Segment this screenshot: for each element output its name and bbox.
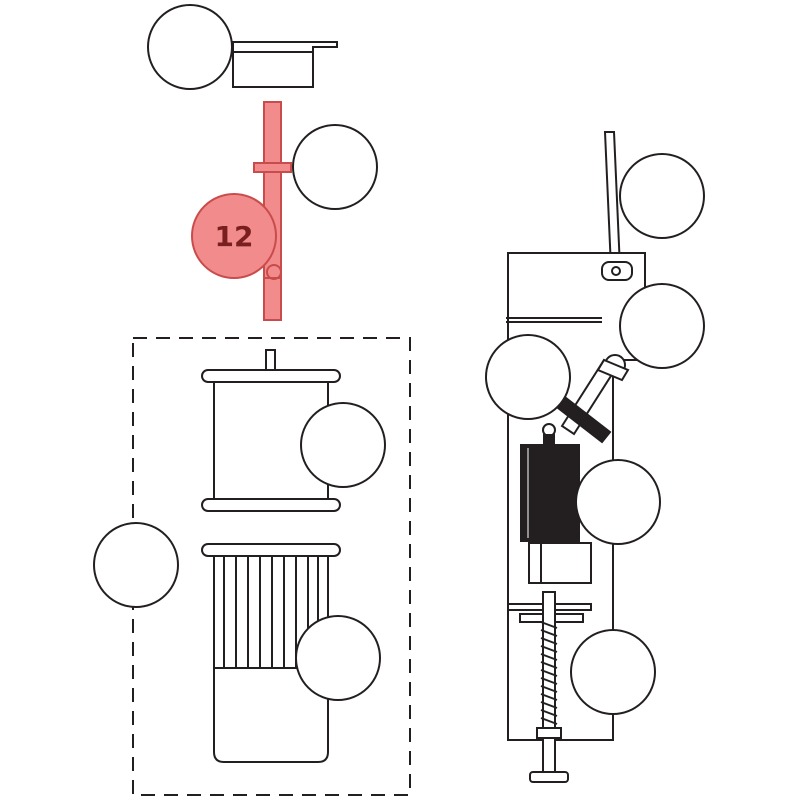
lever-arm: [603, 131, 622, 269]
callout-c4[interactable]: [619, 283, 705, 369]
callout-c6[interactable]: [300, 402, 386, 488]
rod-collar: [253, 162, 292, 173]
motor-fins: [223, 556, 319, 668]
callout-12[interactable]: 12: [191, 193, 277, 279]
screw-threads: [540, 621, 558, 725]
callout-c5[interactable]: [485, 334, 571, 420]
rod-knob: [266, 264, 282, 280]
top-plate-part: [232, 41, 338, 88]
actuator-body: [520, 444, 580, 542]
callout-c7[interactable]: [575, 459, 661, 545]
cylinder-housing-part: [201, 349, 341, 512]
assembly-boundary: [132, 337, 411, 796]
callout-c3[interactable]: [619, 153, 705, 239]
callout-c9[interactable]: [295, 615, 381, 701]
motor-part: [201, 543, 341, 763]
callout-c10[interactable]: [570, 629, 656, 715]
highlighted-rod-part: [253, 101, 292, 321]
callout-c1[interactable]: [147, 4, 233, 90]
callout-c2[interactable]: [292, 124, 378, 210]
callout-c8[interactable]: [93, 522, 179, 608]
callout-12-label: 12: [215, 220, 254, 253]
